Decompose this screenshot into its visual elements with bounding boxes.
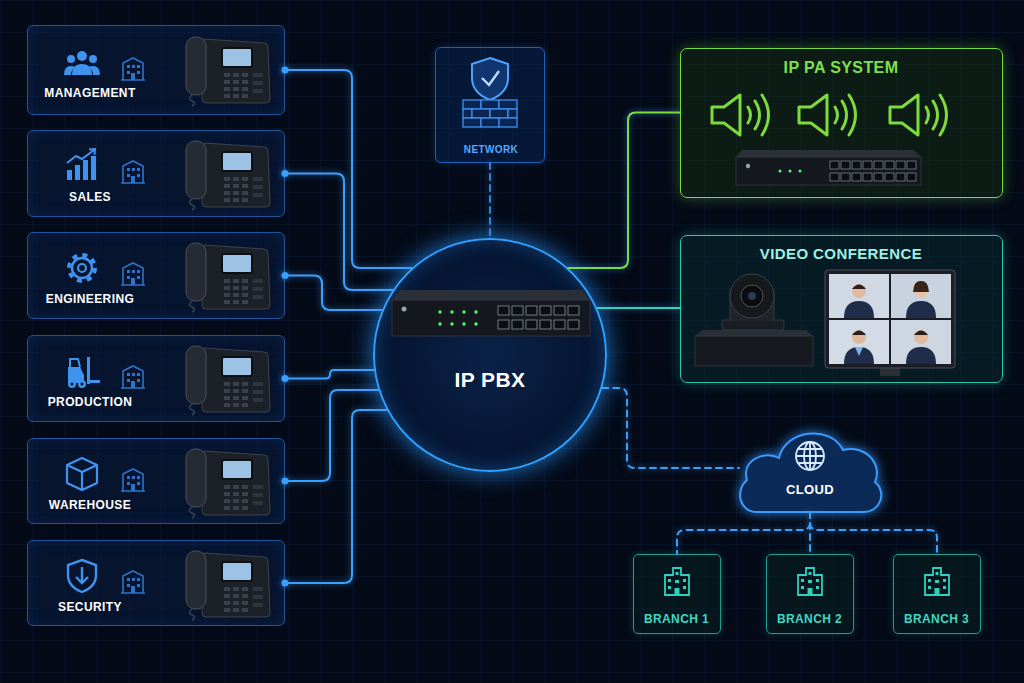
connector-line bbox=[285, 390, 378, 481]
connector-line bbox=[568, 113, 680, 269]
connector-line bbox=[285, 174, 393, 291]
department-box: SECURITY bbox=[27, 540, 285, 626]
connector-line bbox=[285, 410, 387, 583]
department-box: MANAGEMENT bbox=[27, 25, 285, 115]
connector-line bbox=[810, 512, 937, 554]
node-label: BRANCH 2 bbox=[767, 613, 852, 627]
department-box: ENGINEERING bbox=[27, 232, 285, 319]
department-box: PRODUCTION bbox=[27, 335, 285, 422]
department-box: SALES bbox=[27, 130, 285, 217]
node-label: VIDEO CONFERENCE bbox=[681, 245, 1001, 262]
connector-line bbox=[602, 388, 739, 468]
connector-line bbox=[282, 272, 383, 310]
connector-line bbox=[282, 170, 393, 290]
connector-line bbox=[810, 512, 937, 554]
branch-box: BRANCH 2 bbox=[766, 554, 854, 634]
node-label: ENGINEERING bbox=[32, 293, 148, 307]
node-label: CLOUD bbox=[735, 483, 885, 498]
connector-line bbox=[282, 370, 374, 382]
connector-line bbox=[282, 390, 379, 485]
node-label: IP PA SYSTEM bbox=[681, 59, 1001, 77]
pa-system-box: IP PA SYSTEM bbox=[680, 48, 1003, 198]
node-label: BRANCH 3 bbox=[894, 613, 979, 627]
connector-line bbox=[597, 307, 680, 309]
node-label: NETWORK bbox=[436, 144, 546, 156]
connector-line bbox=[489, 163, 491, 238]
branch-box: BRANCH 1 bbox=[633, 554, 721, 634]
node-label: BRANCH 1 bbox=[634, 613, 719, 627]
branch-box: BRANCH 3 bbox=[893, 554, 981, 634]
department-box: WAREHOUSE bbox=[27, 438, 285, 524]
cloud-outline bbox=[740, 433, 881, 512]
connector-line bbox=[285, 70, 412, 268]
connector-line bbox=[597, 308, 680, 309]
connector-line bbox=[602, 388, 739, 468]
node-label: PRODUCTION bbox=[32, 396, 148, 410]
pbx-circle: IP PBX bbox=[373, 238, 607, 472]
connector-line bbox=[677, 512, 810, 554]
video-conference-box: VIDEO CONFERENCE bbox=[680, 235, 1003, 383]
connector-line bbox=[285, 370, 374, 379]
connector-line bbox=[282, 410, 387, 587]
cloud-shape: CLOUD bbox=[735, 420, 885, 516]
network-box: NETWORK bbox=[435, 47, 545, 163]
node-label: SALES bbox=[32, 191, 148, 205]
connector-line bbox=[490, 163, 491, 238]
cloud-outline bbox=[735, 420, 885, 516]
connector-line bbox=[809, 512, 811, 554]
connector-line bbox=[282, 67, 412, 269]
node-label: MANAGEMENT bbox=[32, 87, 148, 101]
node-label: SECURITY bbox=[32, 601, 148, 615]
connector-line bbox=[677, 512, 810, 554]
connector-line bbox=[285, 276, 382, 311]
connector-line bbox=[810, 512, 811, 554]
connector-line bbox=[568, 113, 680, 269]
node-label: IP PBX bbox=[375, 368, 605, 392]
node-label: WAREHOUSE bbox=[32, 499, 148, 513]
